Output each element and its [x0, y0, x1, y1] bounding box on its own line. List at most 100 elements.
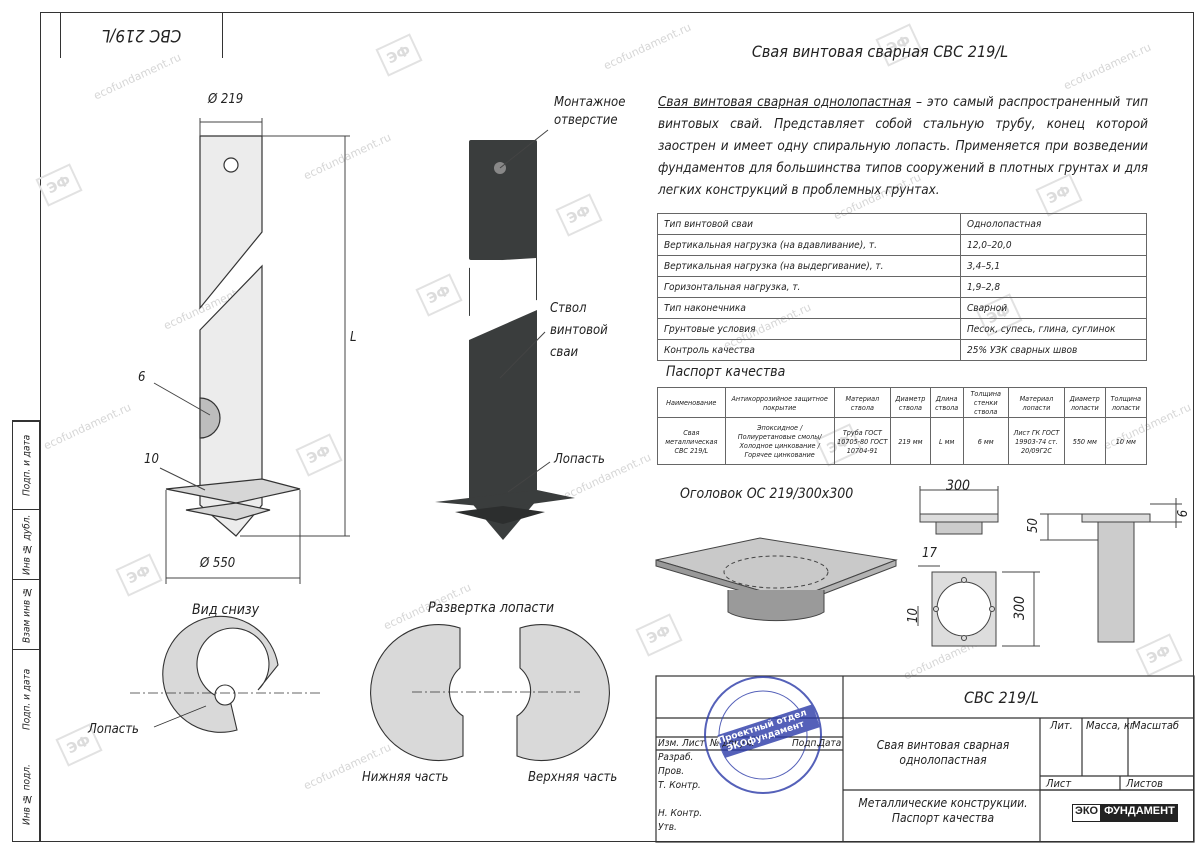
document-title: Свая винтовая сварная СВС 219/L [751, 42, 1009, 61]
passport-title: Паспорт качества [666, 364, 786, 380]
weld-label: 6 [138, 370, 146, 385]
passport-header-cell: Материал лопасти [1007, 387, 1065, 418]
shaft-label: Ствол винтовой сваи [550, 301, 608, 360]
cap-slot-label: 10 [905, 608, 921, 623]
passport-header-cell: Диаметр лопасти [1063, 387, 1106, 418]
blade-thickness-label: 10 [144, 452, 159, 467]
pile-technical [165, 135, 301, 537]
cap-top [917, 565, 1040, 647]
logo-part-a: ЭКО [1072, 804, 1102, 822]
cap-side [1040, 498, 1182, 643]
spec-param: Вертикальная нагрузка (на выдергивание),… [657, 255, 961, 277]
dimension-lines [153, 118, 350, 584]
intro-paragraph: Свая винтовая сварная однолопастная – эт… [658, 92, 1148, 202]
passport-header-cell: Длина ствола [929, 387, 964, 418]
spec-param: Вертикальная нагрузка (на вдавливание), … [657, 234, 961, 256]
spec-row: Горизонтальная нагрузка, т.1,9–2,8 [657, 276, 1147, 298]
tb-role-ncontrol: Н. Контр. [658, 807, 703, 819]
weld-seam [199, 397, 221, 439]
spec-value: 3,4–5,1 [960, 255, 1147, 277]
mount-hole-label: Монтажное отверстие [554, 95, 626, 128]
tb-role-tcontrol: Т. Контр. [658, 779, 701, 791]
passport-header-cell: Материал ствола [833, 387, 891, 418]
passport-header-cell: Диаметр ствола [889, 387, 931, 418]
spec-value: Сварной [960, 297, 1147, 319]
spec-param: Горизонтальная нагрузка, т. [657, 276, 961, 298]
cap-side-label: 300 [1012, 595, 1029, 621]
cap-offset-label: 17 [922, 546, 937, 561]
side-strip: Подп. и дата Инв № дубл. Взам инв № Подп… [12, 420, 41, 842]
passport-cell: Свая металлическая СВС 219/L [657, 417, 726, 465]
spec-value: Однолопастная [960, 213, 1147, 235]
passport-cell: 10 мм [1104, 417, 1148, 465]
spec-value: 12,0–20,0 [960, 234, 1147, 256]
intro-text: – это самый распространенный тип винтовы… [658, 95, 1148, 198]
tb-date: Дата [818, 738, 842, 749]
cap-width-label: 300 [946, 478, 971, 494]
tb-scale: Масштаб [1132, 719, 1180, 732]
passport-header-cell: Толщина стенки ствола [962, 387, 1009, 418]
lower-part-label: Нижняя часть [362, 770, 449, 785]
tb-mass: Масса, кг [1086, 719, 1136, 732]
bottom-view-title: Вид снизу [192, 602, 260, 618]
cap-front [919, 486, 999, 535]
tb-sheet: Лист [1046, 777, 1072, 790]
tb-list: Лист [682, 738, 705, 749]
company-logo: ЭКО ФУНДАМЕНТ [1072, 804, 1178, 822]
spec-value: 1,9–2,8 [960, 276, 1147, 298]
spec-param: Тип наконечника [657, 297, 961, 319]
diameter-top-label: Ø 219 [208, 92, 244, 107]
passport-header-cell: Антикоррозийное защитное покрытие [724, 387, 835, 418]
tb-izm: Изм. [658, 738, 680, 749]
cap-height-label: 50 [1025, 518, 1041, 533]
intro-term: Свая винтовая сварная однолопастная [658, 95, 911, 110]
tb-role-develop: Разраб. [658, 751, 694, 763]
passport-header-cell: Наименование [657, 387, 726, 418]
passport-cell: Эпоксидное / Полиуретановые смолы/ Холод… [724, 417, 835, 465]
bottom-blade-label: Лопасть [88, 722, 139, 737]
pile-rendered [435, 129, 575, 540]
spec-value: 25% УЗК сварных швов [960, 339, 1147, 361]
spec-param: Грунтовые условия [657, 318, 961, 340]
tb-role-approve: Утв. [658, 821, 677, 833]
blade-unfold [370, 623, 610, 762]
upper-part-label: Верхняя часть [528, 770, 618, 785]
spec-param: Тип винтовой сваи [657, 213, 961, 235]
drawing-frame [40, 12, 1194, 842]
passport-cell: L мм [929, 417, 964, 465]
passport-cell: 219 мм [889, 417, 931, 465]
bottom-view [130, 615, 320, 733]
passport-cell: Труба ГОСТ 10705-80 ГОСТ 10704-91 [833, 417, 891, 465]
tb-role-check: Пров. [658, 765, 685, 777]
unfold-title: Развертка лопасти [428, 600, 554, 616]
passport-cell: Лист ГК ГОСТ 19903-74 ст. 20/09Г2С [1007, 417, 1065, 465]
tb-name: Свая винтовая сварная однолопастная [876, 738, 1010, 767]
spec-param: Контроль качества [657, 339, 961, 361]
cap-3d [655, 537, 898, 622]
tb-sign: Подп. [792, 738, 818, 749]
spec-value: Песок, супесь, глина, суглинок [960, 318, 1147, 340]
passport-cell: 550 мм [1063, 417, 1106, 465]
cap-plate-label: 6 [1176, 509, 1192, 518]
tb-doc-type: Металлические конструкции. Паспорт качес… [858, 796, 1028, 825]
blade-label-side: Лопасть [554, 452, 605, 467]
title-block-code: СВС 219/L [964, 688, 1039, 707]
spec-row: Вертикальная нагрузка (на вдавливание), … [657, 234, 1147, 256]
logo-part-b: ФУНДАМЕНТ [1101, 804, 1178, 822]
tb-lit: Лит. [1050, 719, 1073, 732]
passport-cell: 6 мм [962, 417, 1009, 465]
length-label: L [350, 330, 357, 345]
spec-row: Вертикальная нагрузка (на выдергивание),… [657, 255, 1147, 277]
cap-title: Оголовок ОС 219/300x300 [680, 486, 854, 502]
tb-sheets: Листов [1126, 777, 1163, 790]
diameter-blade-label: Ø 550 [200, 556, 236, 571]
tb-doc: № докум. [710, 738, 755, 749]
